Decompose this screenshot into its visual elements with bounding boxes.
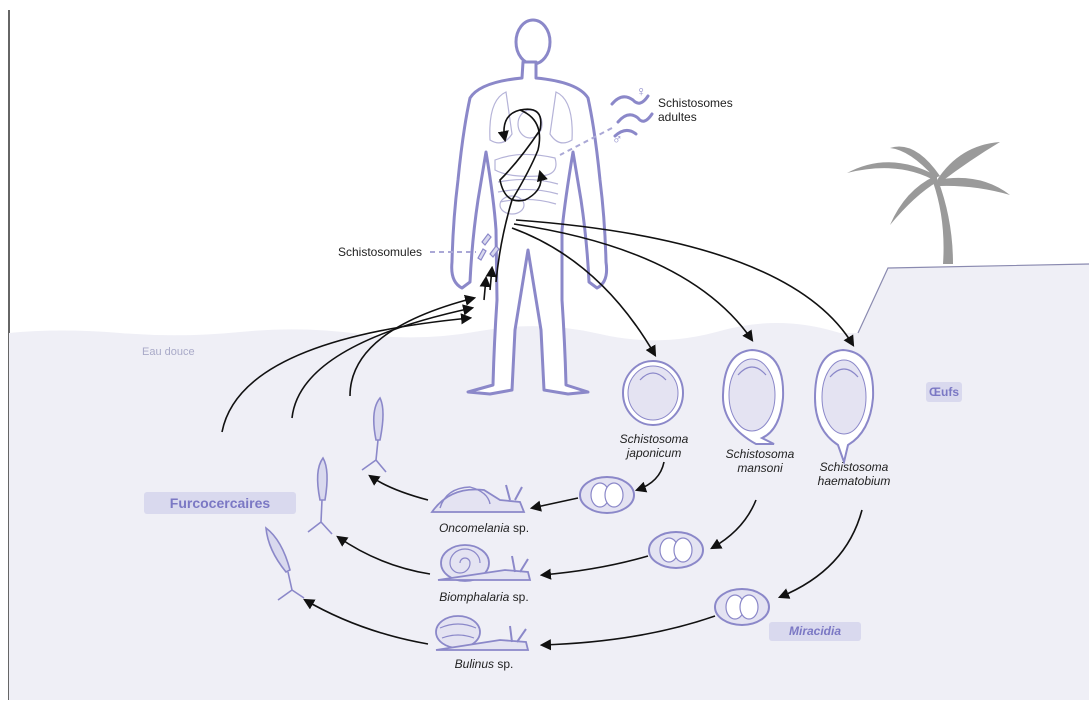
- snail-oncomelania-genus: Oncomelania: [439, 521, 510, 535]
- adult-worms-label-line2: adultes: [658, 110, 733, 124]
- species-haematobium-genus: Schistosoma: [806, 460, 902, 474]
- palm-tree-icon: [847, 142, 1010, 264]
- species-mansoni-genus: Schistosoma: [712, 447, 808, 461]
- male-symbol-icon: ♂: [612, 132, 623, 146]
- snail-oncomelania-label: Oncomelania sp.: [414, 521, 554, 535]
- eggs-label: Œufs: [926, 382, 962, 402]
- snail-bulinus-suffix: sp.: [494, 657, 513, 671]
- schistosomules-label: Schistosomules: [338, 245, 422, 259]
- adult-worms-label: Schistosomes adultes: [658, 96, 733, 124]
- snail-biomphalaria-genus: Biomphalaria: [439, 590, 509, 604]
- species-mansoni-label: Schistosoma mansoni: [712, 447, 808, 475]
- egg-japonicum-icon: [623, 361, 683, 425]
- fresh-water-label: Eau douce: [142, 346, 195, 358]
- snail-oncomelania-suffix: sp.: [510, 521, 529, 535]
- snail-bulinus-genus: Bulinus: [455, 657, 494, 671]
- species-mansoni-epithet: mansoni: [712, 461, 808, 475]
- female-symbol-icon: ♀: [636, 84, 647, 98]
- snail-biomphalaria-label: Biomphalaria sp.: [414, 590, 554, 604]
- adult-worms-label-line1: Schistosomes: [658, 96, 733, 110]
- furcocercaires-label: Furcocercaires: [144, 492, 296, 514]
- species-japonicum-epithet: japonicum: [606, 446, 702, 460]
- species-japonicum-label: Schistosoma japonicum: [606, 432, 702, 460]
- species-haematobium-epithet: haematobium: [806, 474, 902, 488]
- adult-worms-icon: [612, 96, 652, 136]
- miracidia-label: Miracidia: [769, 622, 861, 641]
- snail-bulinus-label: Bulinus sp.: [414, 657, 554, 671]
- miracidium-3-icon: [715, 589, 769, 625]
- snail-biomphalaria-suffix: sp.: [509, 590, 528, 604]
- species-japonicum-genus: Schistosoma: [606, 432, 702, 446]
- miracidium-1-icon: [580, 477, 634, 513]
- miracidium-2-icon: [649, 532, 703, 568]
- species-haematobium-label: Schistosoma haematobium: [806, 460, 902, 488]
